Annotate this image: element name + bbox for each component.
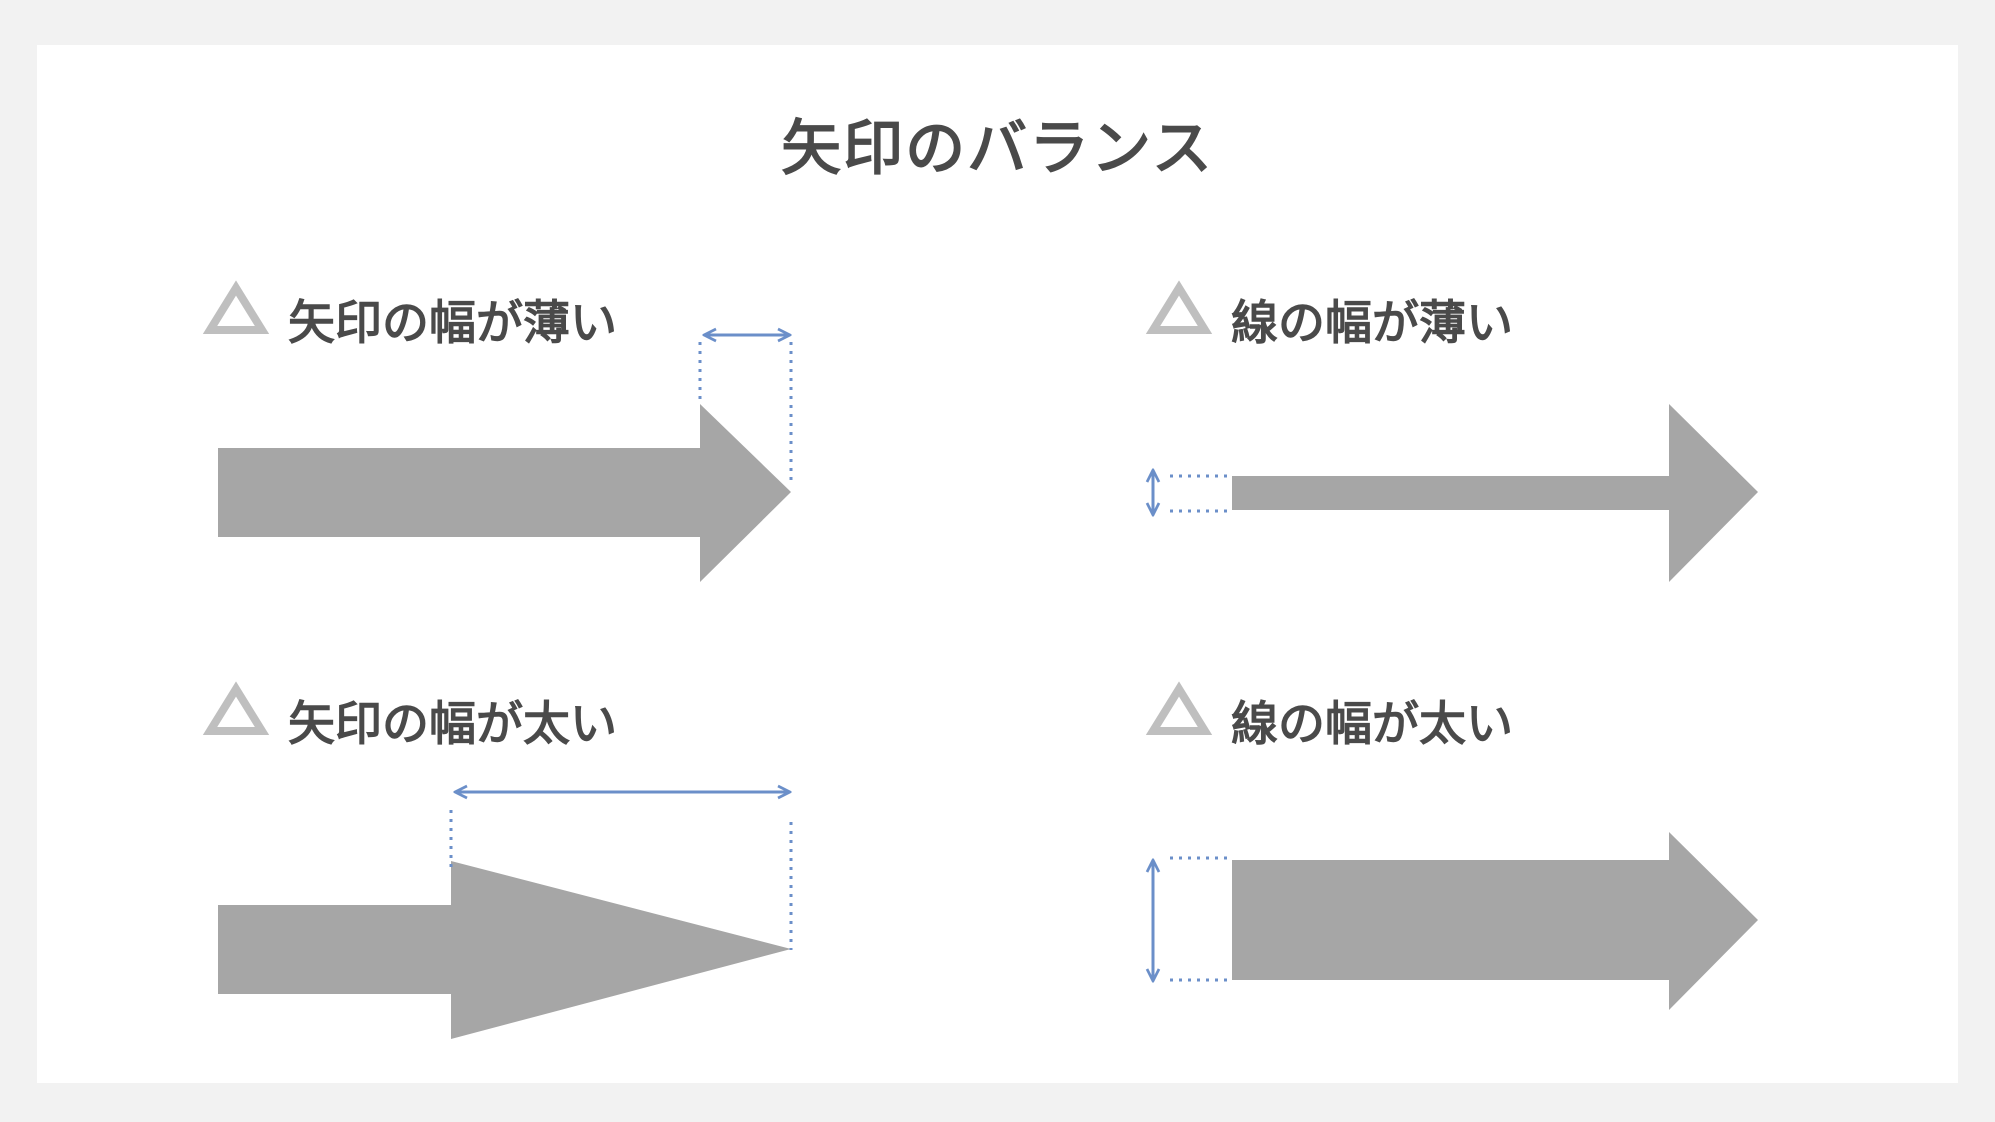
panel-label-thick-arrowhead: 矢印の幅が太い — [288, 697, 617, 752]
triangle-icon — [202, 681, 270, 735]
slide-title: 矢印のバランス — [781, 114, 1214, 184]
triangle-icon — [1145, 280, 1213, 334]
panel-label-thin-arrowhead: 矢印の幅が薄い — [288, 296, 617, 351]
triangle-icon — [202, 280, 270, 334]
arrow-thin-line — [1232, 404, 1758, 582]
arrow-thick-arrowhead — [218, 861, 791, 1039]
panel-label-thin-line: 線の幅が薄い — [1231, 296, 1513, 351]
panel-label-thick-line: 線の幅が太い — [1231, 697, 1513, 752]
arrow-thin-arrowhead — [218, 404, 791, 582]
arrow-thick-line — [1232, 832, 1758, 1010]
triangle-icon — [1145, 681, 1213, 735]
